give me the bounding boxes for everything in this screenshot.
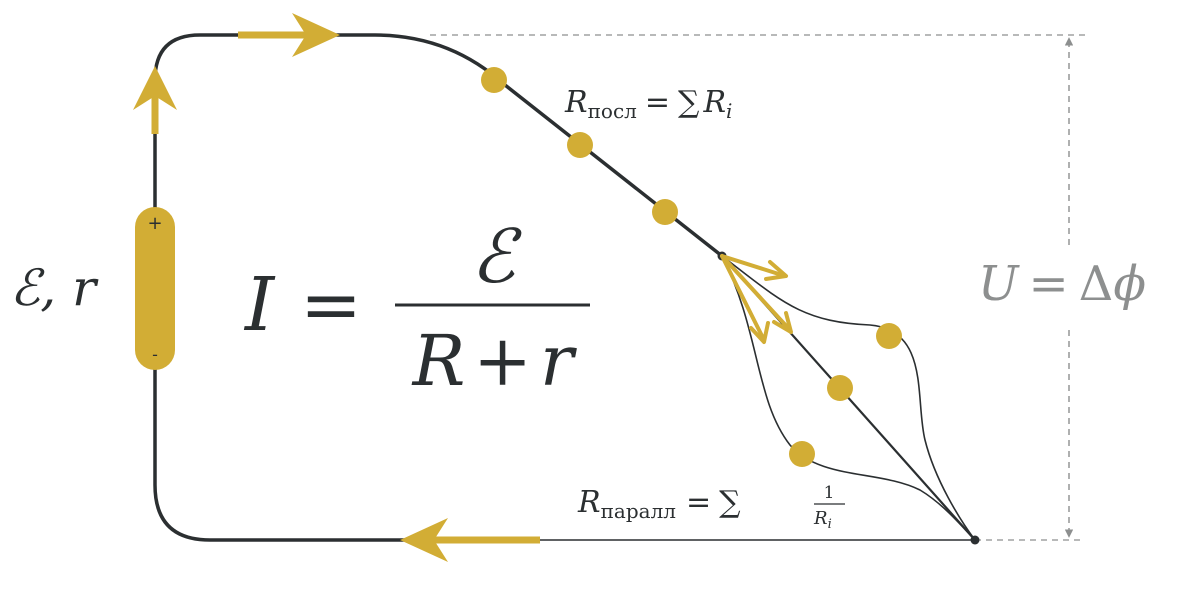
parallel-fraction-numerator: 1 bbox=[824, 483, 835, 503]
series-resistor bbox=[567, 132, 593, 158]
parallel-formula: Rпаралл=∑ 1 Ri bbox=[577, 483, 845, 532]
ohm-law-equals: = bbox=[300, 262, 362, 348]
parallel-branch-upper bbox=[721, 255, 976, 541]
current-arrow-up bbox=[133, 66, 177, 134]
ohm-law-denominator: R+r bbox=[411, 320, 577, 402]
series-resistor bbox=[481, 67, 507, 93]
ohm-law-lhs: I bbox=[243, 262, 276, 348]
battery-body bbox=[135, 207, 175, 370]
battery-minus-sign: - bbox=[152, 345, 158, 364]
parallel-resistor bbox=[827, 375, 853, 401]
series-formula: Rпосл=∑Ri bbox=[564, 85, 732, 123]
circuit-wire-left-bottom bbox=[153, 365, 540, 542]
current-arrow-left bbox=[400, 518, 540, 562]
parallel-fraction-denominator: Ri bbox=[813, 508, 832, 532]
ohm-law-formula: I = ℰ R+r bbox=[243, 214, 590, 402]
current-arrow-right bbox=[238, 13, 340, 57]
parallel-resistor bbox=[876, 323, 902, 349]
voltage-label: U=Δϕ bbox=[978, 256, 1146, 312]
parallel-branch-lower bbox=[721, 255, 976, 541]
series-resistor bbox=[652, 199, 678, 225]
junction-node-bottom bbox=[970, 535, 980, 545]
parallel-formula-lhs: Rпаралл=∑ bbox=[577, 485, 741, 523]
battery-plus-sign: + bbox=[147, 213, 162, 234]
parallel-resistor bbox=[789, 441, 815, 467]
circuit-wire-left-top bbox=[153, 33, 724, 258]
ohm-law-numerator: ℰ bbox=[471, 214, 523, 300]
current-split-arrows bbox=[720, 254, 793, 344]
source-label: ℰ, r bbox=[10, 259, 99, 317]
